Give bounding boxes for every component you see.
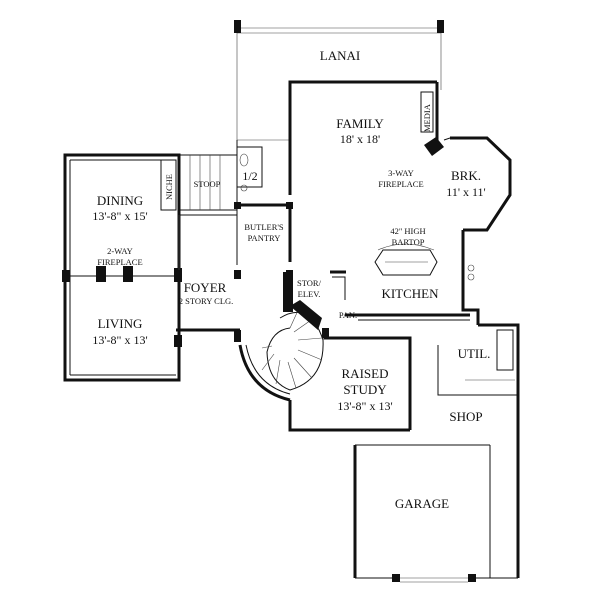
dining-dimension: 13'-8" x 15' (92, 209, 147, 223)
stor-elev-line1: STOR/ (297, 278, 322, 288)
bartop-line1: 42" HIGH (390, 226, 425, 236)
fireplace-3way-line2: FIREPLACE (378, 179, 423, 189)
half-bath-label: 1/2 (242, 169, 257, 183)
study-label-line1: RAISED (342, 366, 389, 381)
shop-label: SHOP (449, 409, 482, 424)
family-kitchen-walls (288, 80, 512, 325)
study-walls (288, 328, 412, 432)
bartop-line2: BARTOP (392, 237, 425, 247)
butlers-pantry-line2: PANTRY (248, 233, 281, 243)
family-dimension: 18' x 18' (340, 132, 380, 146)
kitchen-label: KITCHEN (381, 286, 439, 301)
garage-label: GARAGE (395, 496, 449, 511)
fireplace-2way-line1: 2-WAY (107, 246, 133, 256)
util-label: UTIL. (458, 346, 491, 361)
family-label: FAMILY (336, 116, 384, 131)
fireplace-3way-line1: 3-WAY (388, 168, 414, 178)
stoop-label: STOOP (194, 179, 221, 189)
foyer-stair (176, 272, 324, 402)
stor-elev-line2: ELEV. (298, 289, 321, 299)
niche-label: NICHE (164, 174, 174, 200)
media-label: MEDIA (422, 103, 432, 132)
pantry-label: PAN. (339, 310, 357, 320)
brk-label: BRK. (451, 168, 481, 183)
study-label-line2: STUDY (343, 382, 387, 397)
garage-walls (353, 323, 520, 583)
living-dimension: 13'-8" x 13' (92, 333, 147, 347)
living-label: LIVING (98, 316, 143, 331)
brk-dimension: 11' x 11' (446, 185, 485, 199)
lanai-label: LANAI (320, 48, 360, 63)
butlers-pantry-line1: BUTLER'S (244, 222, 284, 232)
dining-label: DINING (97, 193, 143, 208)
foyer-label: FOYER (184, 280, 227, 295)
foyer-ceiling-note: 2 STORY CLG. (179, 296, 234, 306)
study-dimension: 13'-8" x 13' (337, 399, 392, 413)
dining-living-walls (62, 153, 182, 382)
center-walls (179, 140, 293, 279)
fireplace-2way-line2: FIREPLACE (97, 257, 142, 267)
